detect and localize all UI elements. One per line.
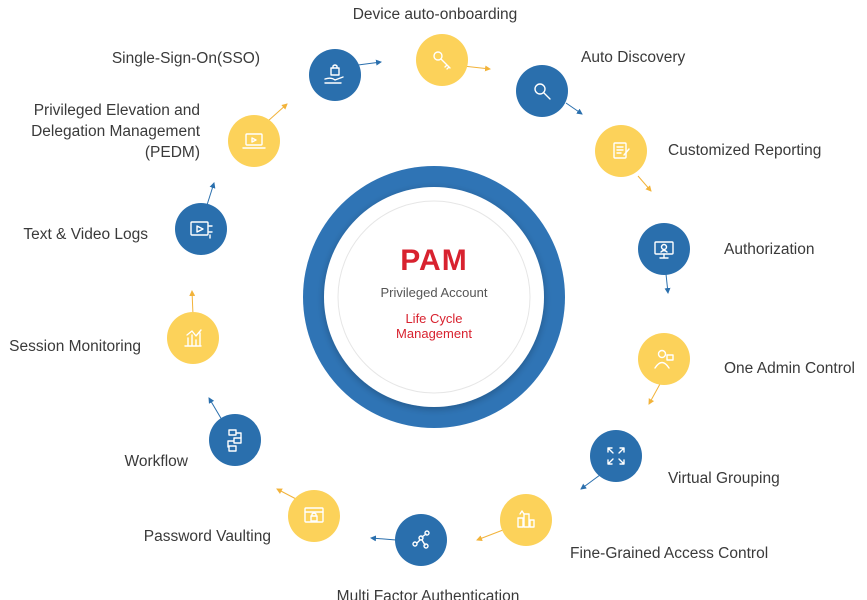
feature-virtual-grouping: Virtual Grouping xyxy=(580,430,780,490)
feature-label: Privileged Elevation and xyxy=(34,102,200,119)
feature-label: Single-Sign-On(SSO) xyxy=(112,50,260,67)
feature-label: Virtual Grouping xyxy=(668,470,780,487)
feature-label: Auto Discovery xyxy=(581,49,685,66)
video-icon xyxy=(190,221,213,239)
feature-badge xyxy=(209,414,261,466)
feature-auto-discovery: Auto Discovery xyxy=(516,49,685,117)
feature-authorization: Authorization xyxy=(638,223,814,294)
center-subtitle: Privileged Account xyxy=(381,285,488,300)
center-tagline-line1: Life Cycle xyxy=(405,311,462,326)
magnifier-icon xyxy=(534,83,551,100)
flow-arrow xyxy=(206,182,216,206)
feature-one-admin-control: One Admin Control xyxy=(638,333,855,405)
feature-password-vaulting: Password Vaulting xyxy=(144,488,340,545)
center-tagline-line2: Management xyxy=(396,326,472,341)
pam-logo: PAM xyxy=(400,244,467,277)
flow-arrow xyxy=(565,102,583,115)
feature-fine-grained-access-control: Fine-Grained Access Control xyxy=(476,494,768,562)
feature-label: Password Vaulting xyxy=(144,528,271,545)
feature-label: Device auto-onboarding xyxy=(353,6,518,23)
feature-device-auto-onboarding: Device auto-onboarding xyxy=(353,6,518,86)
lock-hand-icon xyxy=(324,64,344,84)
feature-badge xyxy=(500,494,552,546)
flow-arrow xyxy=(462,65,491,72)
feature-label: Fine-Grained Access Control xyxy=(570,545,768,562)
flow-arrow xyxy=(476,529,504,542)
report-icon xyxy=(613,142,630,159)
feature-label: Session Monitoring xyxy=(9,338,141,355)
feature-badge xyxy=(595,125,647,177)
feature-text-video-logs: Text & Video Logs xyxy=(23,182,227,255)
network-icon xyxy=(412,530,430,549)
vault-icon xyxy=(304,507,324,523)
flow-arrow xyxy=(267,103,288,122)
feature-label: Multi Factor Authentication xyxy=(337,588,520,600)
feature-badge xyxy=(638,333,690,385)
feature-label: (PEDM) xyxy=(145,144,200,161)
feature-sso: Single-Sign-On(SSO) xyxy=(112,49,382,101)
feature-label: Workflow xyxy=(125,453,189,470)
flow-arrow xyxy=(370,535,397,542)
workflow-icon xyxy=(227,429,242,452)
key-icon xyxy=(433,51,451,70)
admin-icon xyxy=(654,349,674,369)
feature-badge xyxy=(175,203,227,255)
feature-label: Text & Video Logs xyxy=(23,226,148,243)
access-icon xyxy=(517,510,535,528)
feature-customized-reporting: Customized Reporting xyxy=(595,125,821,192)
flow-arrow xyxy=(357,59,382,66)
feature-label: Authorization xyxy=(724,241,814,258)
feature-badge xyxy=(516,65,568,117)
feature-workflow: Workflow xyxy=(125,397,261,470)
feature-multi-factor-authentication: Multi Factor Authentication xyxy=(337,514,520,600)
flow-arrow xyxy=(664,273,671,294)
feature-label: One Admin Control xyxy=(724,360,855,377)
feature-label: Delegation Management xyxy=(31,123,201,140)
expand-icon xyxy=(607,447,625,465)
flow-arrow xyxy=(189,290,196,316)
feature-badge xyxy=(590,430,642,482)
laptop-icon xyxy=(242,133,266,149)
feature-session-monitoring: Session Monitoring xyxy=(9,290,219,364)
flow-arrow xyxy=(637,175,652,192)
center-hub: PAM Privileged Account Life Cycle Manage… xyxy=(303,166,565,428)
flow-arrow xyxy=(208,397,223,421)
flow-arrow xyxy=(276,488,299,501)
center-disc xyxy=(337,200,531,394)
chart-icon xyxy=(184,329,202,347)
flow-arrow xyxy=(648,383,661,405)
feature-label: Customized Reporting xyxy=(668,142,821,159)
monitor-user-icon xyxy=(654,241,674,259)
feature-badge xyxy=(167,312,219,364)
